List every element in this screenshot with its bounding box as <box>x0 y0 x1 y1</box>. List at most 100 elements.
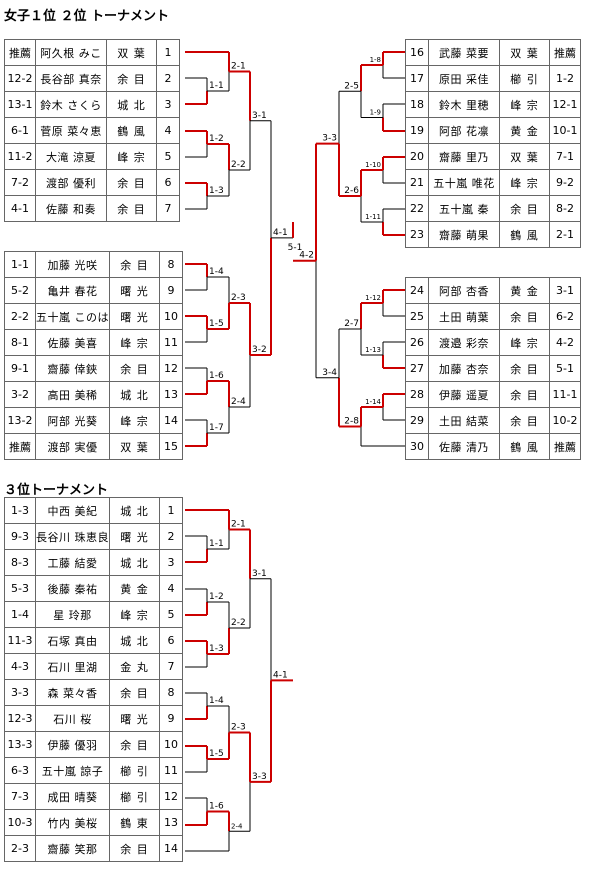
match-label: 2-1 <box>231 520 246 530</box>
match-label: 2-5 <box>344 81 359 91</box>
entry-team: 曙 光 <box>109 303 160 330</box>
entry-name: 工藤 結愛 <box>35 549 110 576</box>
match-label: 1-5 <box>209 319 224 329</box>
entry-name: 石川 桜 <box>35 705 110 732</box>
match-label: 1-4 <box>209 696 224 706</box>
match-label: 2-8 <box>344 417 359 427</box>
match-label: 1-10 <box>365 161 381 169</box>
entry-no: 7 <box>159 653 183 680</box>
entry-team: 峰 宗 <box>109 601 160 628</box>
entry-team: 櫛 引 <box>499 65 550 92</box>
entry-seed: 8-3 <box>4 549 36 576</box>
entry-team: 余 目 <box>499 303 550 330</box>
match-label: 3-1 <box>252 569 267 579</box>
entry-no: 5 <box>156 143 180 170</box>
entry-team: 黄 金 <box>499 277 550 304</box>
entry-name: 阿部 光葵 <box>35 407 110 434</box>
match-label: 1-14 <box>365 398 381 406</box>
entry-name: 五十嵐 唯花 <box>428 169 500 196</box>
entry-name: 佐藤 美喜 <box>35 329 110 356</box>
entry-no: 6 <box>156 169 180 196</box>
entry-no: 23 <box>405 221 429 248</box>
entry-seed: 8-1 <box>4 329 36 356</box>
entry-no: 8 <box>159 251 183 278</box>
match-label: 1-11 <box>365 213 381 221</box>
entry-name: 佐藤 和奏 <box>35 195 107 222</box>
entry-no: 3 <box>156 91 180 118</box>
match-label: 3-2 <box>252 345 267 355</box>
main-tournament-title: 女子１位 ２位 トーナメント <box>4 9 170 24</box>
entry-name: 五十嵐 秦 <box>428 195 500 222</box>
match-label: 1-2 <box>209 134 224 144</box>
match-label: 4-2 <box>299 251 314 261</box>
entry-no: 29 <box>405 407 429 434</box>
entry-team: 曙 光 <box>109 705 160 732</box>
entry-name: 大滝 涼夏 <box>35 143 107 170</box>
match-label: 3-4 <box>322 368 337 378</box>
entry-seed: 1-4 <box>4 601 36 628</box>
entry-no: 13 <box>159 809 183 836</box>
match-label: 5-1 <box>288 243 303 253</box>
entry-team: 余 目 <box>109 355 160 382</box>
entry-team: 峰 宗 <box>499 329 550 356</box>
entry-team: 余 目 <box>499 195 550 222</box>
entry-name: 中西 美紀 <box>35 497 110 524</box>
entry-seed: 7-1 <box>549 143 581 170</box>
entry-seed: 11-3 <box>4 627 36 654</box>
entry-seed: 10-2 <box>549 407 581 434</box>
entry-no: 12 <box>159 355 183 382</box>
entry-no: 7 <box>156 195 180 222</box>
entry-seed: 4-1 <box>4 195 36 222</box>
entry-name: 菅原 菜々恵 <box>35 117 107 144</box>
entry-team: 余 目 <box>106 195 157 222</box>
match-label: 1-2 <box>209 592 224 602</box>
match-label: 1-1 <box>209 539 224 549</box>
entry-no: 19 <box>405 117 429 144</box>
entry-team: 双 葉 <box>109 433 160 460</box>
entry-name: 竹内 美桜 <box>35 809 110 836</box>
entry-seed: 推薦 <box>4 39 36 66</box>
entry-name: 武藤 菜要 <box>428 39 500 66</box>
match-label: 3-3 <box>322 134 337 144</box>
entry-team: 峰 宗 <box>109 329 160 356</box>
entry-seed: 推薦 <box>549 433 581 460</box>
entry-name: 石川 里湖 <box>35 653 110 680</box>
entry-name: 齋藤 里乃 <box>428 143 500 170</box>
entry-seed: 9-2 <box>549 169 581 196</box>
entry-no: 9 <box>159 277 183 304</box>
entry-seed: 2-3 <box>4 835 36 862</box>
entry-no: 11 <box>159 757 183 784</box>
match-label: 2-3 <box>231 293 246 303</box>
entry-seed: 7-2 <box>4 169 36 196</box>
entry-seed: 10-3 <box>4 809 36 836</box>
entry-no: 10 <box>159 303 183 330</box>
entry-no: 4 <box>156 117 180 144</box>
entry-seed: 12-1 <box>549 91 581 118</box>
match-label: 3-1 <box>252 111 267 121</box>
entry-seed: 13-3 <box>4 731 36 758</box>
entry-team: 黄 金 <box>109 575 160 602</box>
match-label: 2-3 <box>231 723 246 733</box>
match-label: 2-2 <box>231 160 246 170</box>
match-label: 1-12 <box>365 294 381 302</box>
entry-name: 渡部 実優 <box>35 433 110 460</box>
entry-seed: 12-3 <box>4 705 36 732</box>
